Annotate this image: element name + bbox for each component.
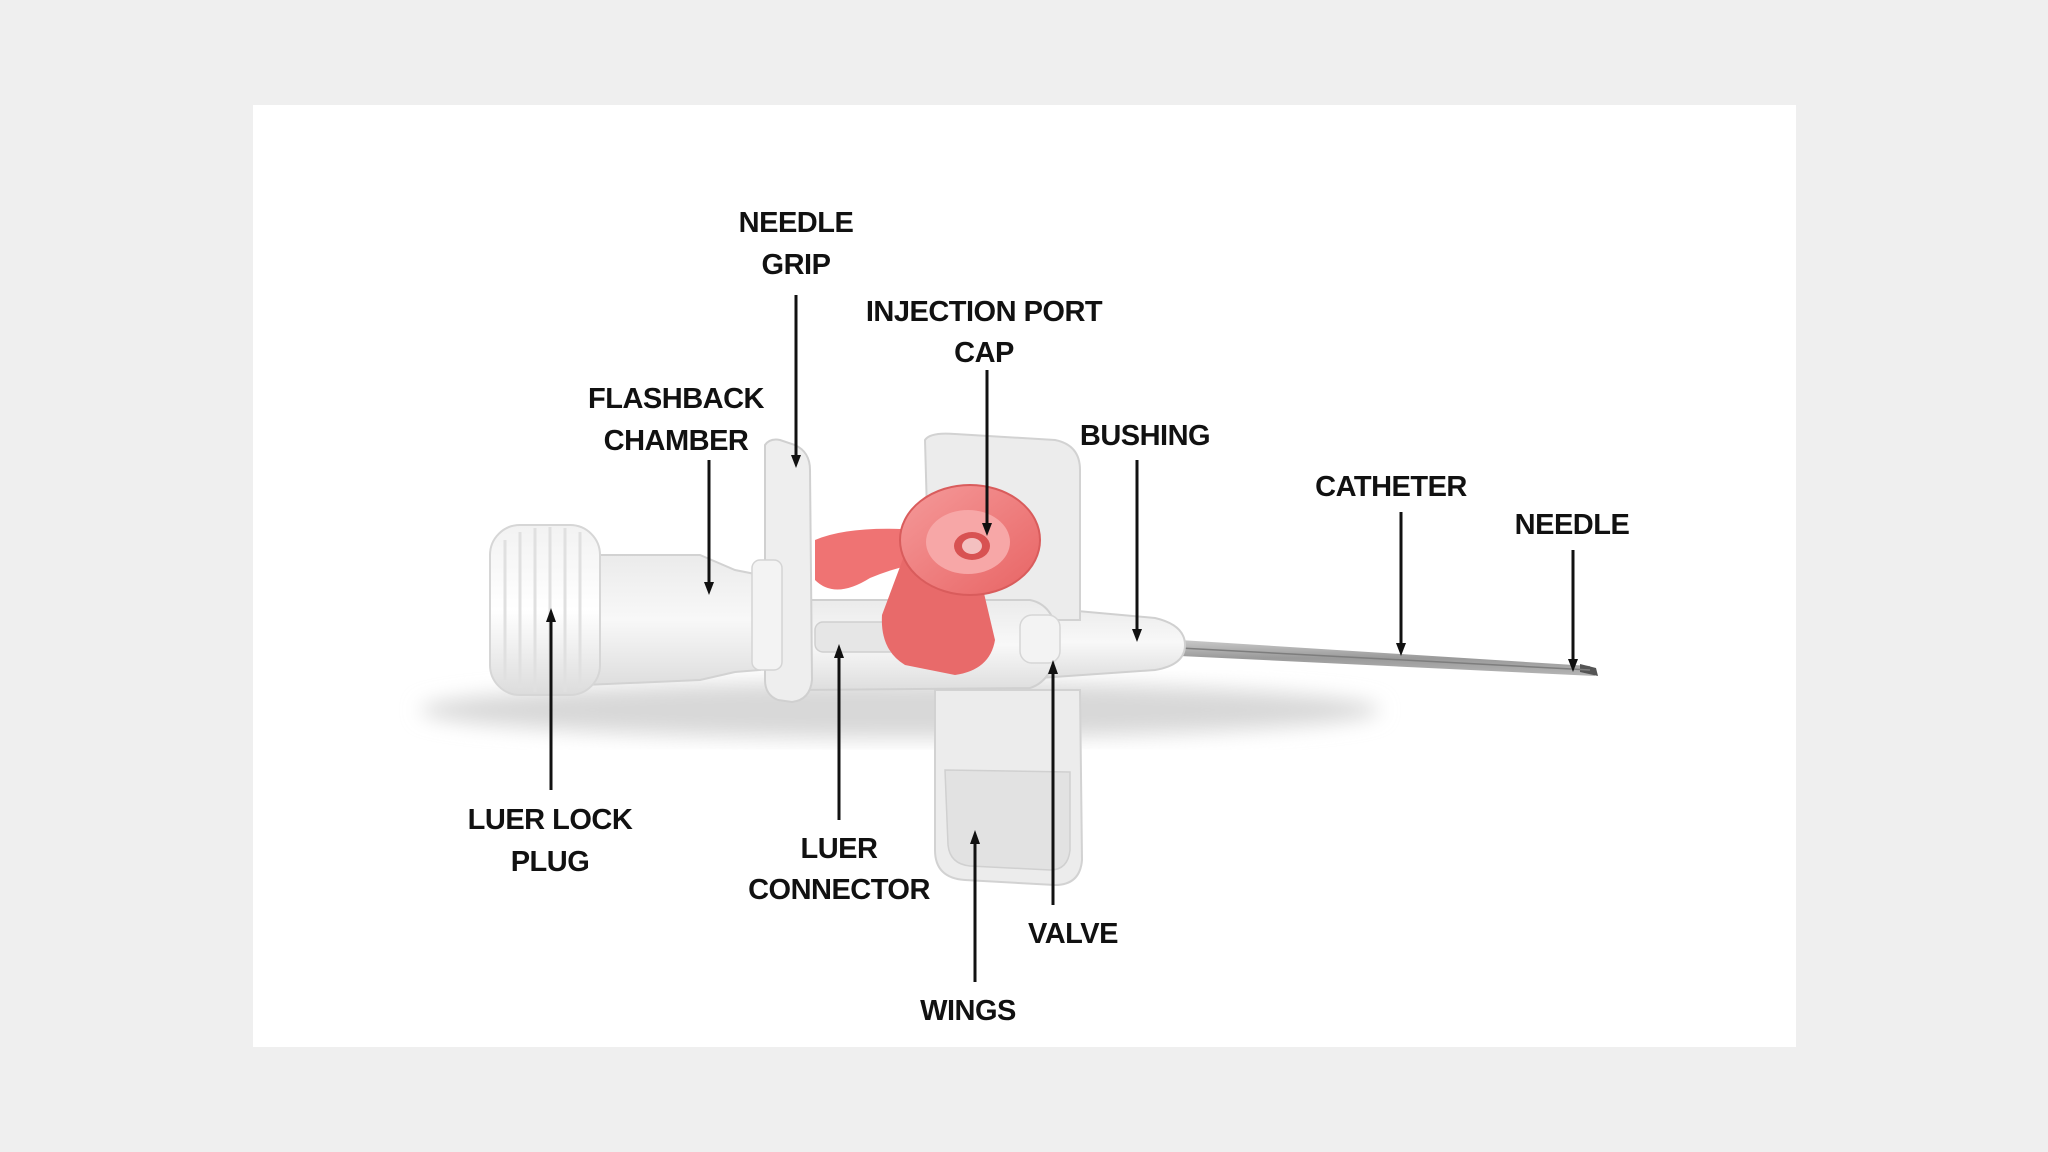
leader-lines [546,295,1578,982]
label-luer-connector-line1: LUER [801,833,879,865]
needle-shaft [1179,640,1598,676]
lower-wing [934,689,1084,887]
label-wings: WINGS [920,995,1016,1027]
label-catheter: CATHETER [1315,471,1467,503]
luer-lock-plug [489,524,601,696]
label-valve: VALVE [1028,918,1118,950]
label-injection-port-cap-line2: CAP [954,337,1014,369]
label-bushing: BUSHING [1080,420,1210,452]
labels: NEEDLE GRIP INJECTION PORT CAP FLASHBACK… [468,207,1630,1027]
injection-port-cap [881,484,1041,675]
label-luer-lock-plug-line1: LUER LOCK [468,804,633,836]
label-needle-grip-line1: NEEDLE [739,207,854,239]
flashback-chamber-body [584,554,761,687]
device-shadow [420,682,1380,738]
label-flashback-chamber-line2: CHAMBER [604,425,749,457]
label-flashback-chamber-line1: FLASHBACK [588,383,764,415]
label-luer-lock-plug-line2: PLUG [511,846,590,878]
label-needle: NEEDLE [1515,509,1630,541]
needle-grip-flange [751,438,814,704]
label-luer-connector-line2: CONNECTOR [748,874,930,906]
label-needle-grip-line2: GRIP [762,249,831,281]
label-injection-port-cap-line1: INJECTION PORT [866,296,1103,328]
